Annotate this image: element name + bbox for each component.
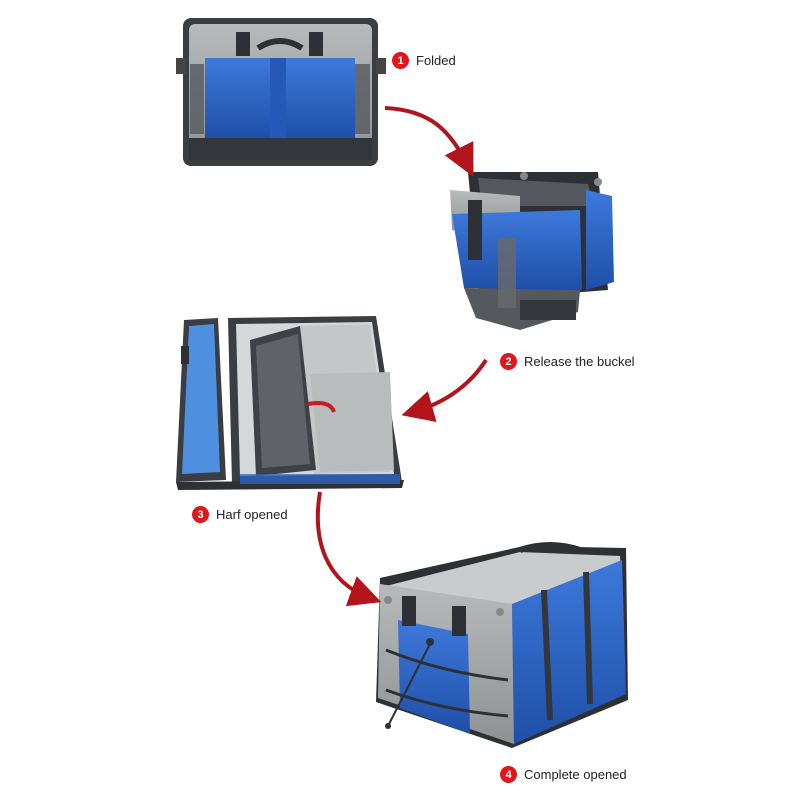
step-number-badge: 3 xyxy=(192,506,209,523)
step-label: Release the buckel xyxy=(524,354,635,369)
flow-arrow-2-to-3 xyxy=(401,358,488,422)
step-half-opened-caption: 3 Harf opened xyxy=(192,506,288,523)
step-label: Folded xyxy=(416,53,456,68)
step-number-badge: 2 xyxy=(500,353,517,370)
released-organizer-image xyxy=(450,172,614,330)
flow-arrow-1-to-2 xyxy=(384,106,474,177)
step-number-badge: 4 xyxy=(500,766,517,783)
step-complete-opened-caption: 4 Complete opened xyxy=(500,766,627,783)
complete-opened-organizer-image xyxy=(376,542,628,748)
step-folded-caption: 1 Folded xyxy=(392,52,456,69)
step-number-badge: 1 xyxy=(392,52,409,69)
flow-arrow-3-to-4 xyxy=(315,491,382,607)
step-label: Harf opened xyxy=(216,507,288,522)
step-release-caption: 2 Release the buckel xyxy=(500,353,635,370)
half-opened-organizer-image xyxy=(176,316,404,490)
folded-organizer-image xyxy=(176,18,386,166)
step-label: Complete opened xyxy=(524,767,627,782)
